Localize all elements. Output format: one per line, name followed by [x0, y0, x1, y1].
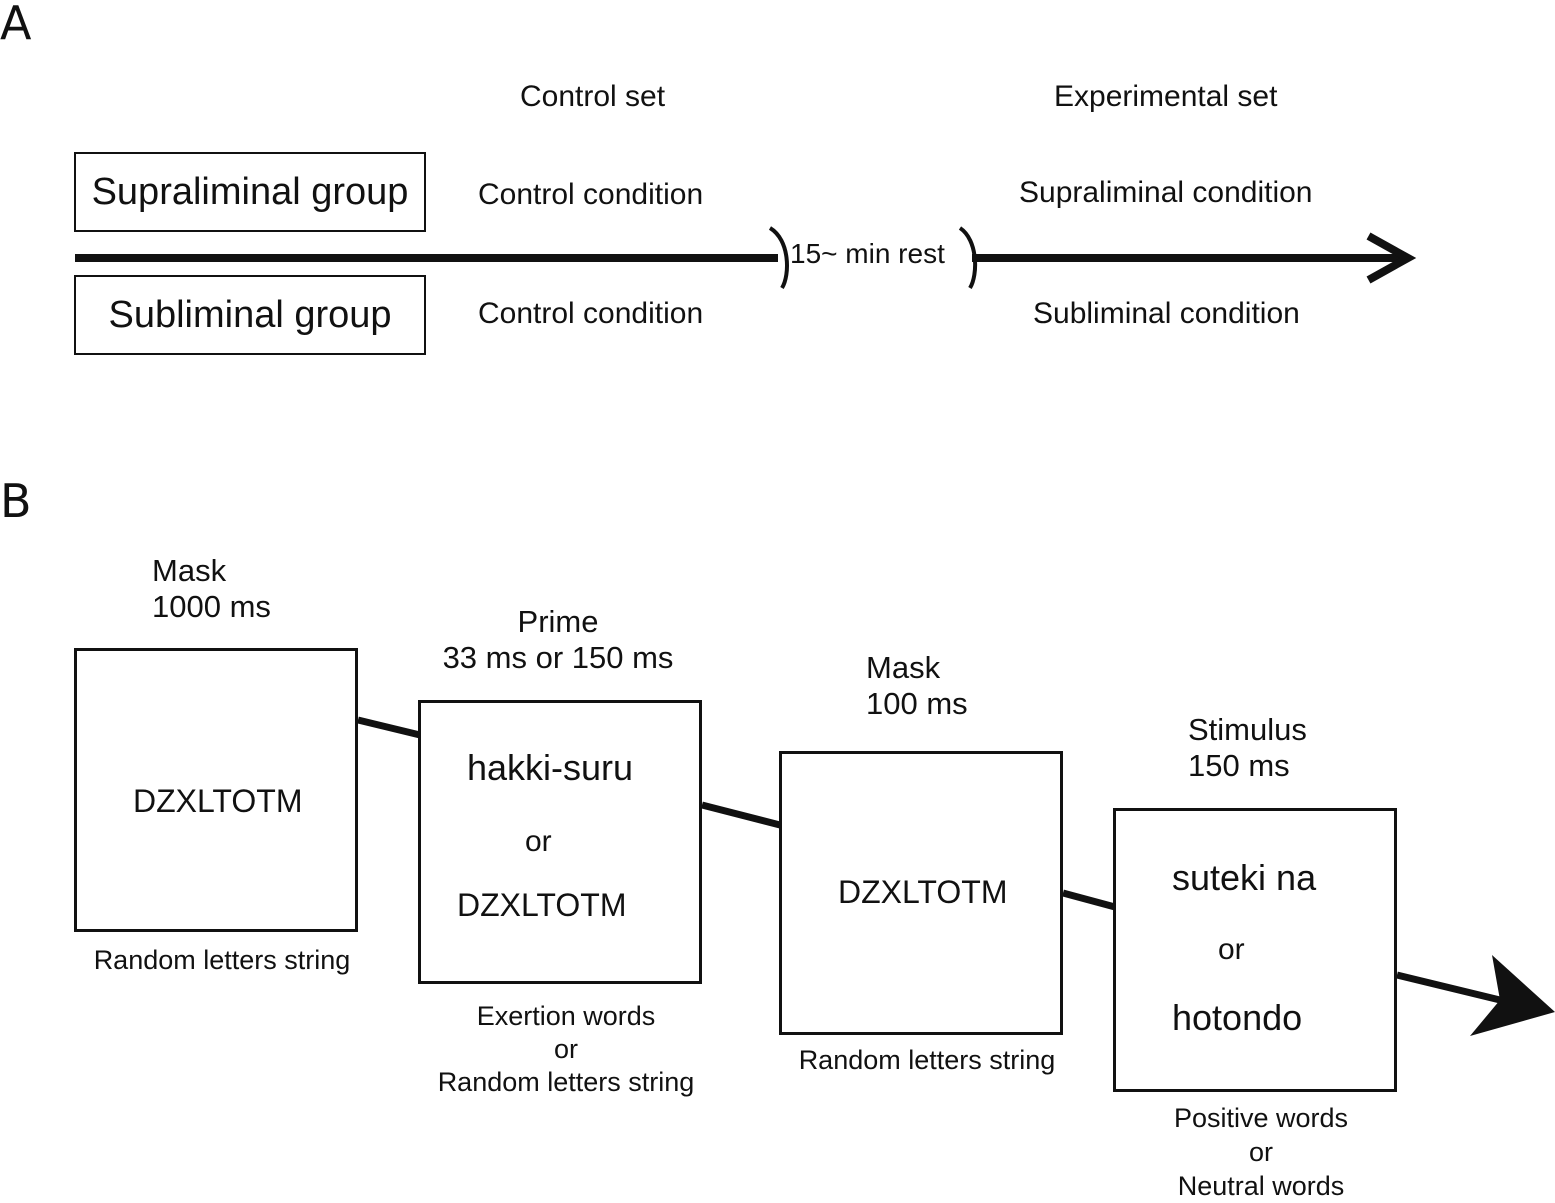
subliminal-condition: Subliminal condition	[1033, 297, 1300, 331]
frame-4-duration: 150 ms	[1188, 748, 1307, 784]
frame-1-name: Mask	[152, 553, 271, 589]
connector-2	[702, 805, 780, 825]
frame-2-caption-line-3: Random letters string	[418, 1066, 714, 1099]
frame-4-caption-line-2: or	[1113, 1136, 1409, 1170]
connector-4	[1397, 975, 1500, 1000]
frame-3-duration: 100 ms	[866, 686, 968, 722]
frame-2-prime: hakki-suru or DZXLTOTM	[418, 700, 702, 984]
supraliminal-group-label: Supraliminal group	[92, 171, 409, 214]
frame-3-letters: DZXLTOTM	[838, 874, 1007, 911]
connector-3	[1063, 893, 1115, 907]
frame-1-mask: DZXLTOTM	[74, 648, 358, 932]
experimental-set-header: Experimental set	[1054, 80, 1277, 114]
frame-4-neutral-word: hotondo	[1172, 997, 1302, 1039]
frame-4-stimulus: suteki na or hotondo	[1113, 808, 1397, 1092]
frame-1-caption: Random letters string	[74, 944, 370, 977]
supraliminal-condition: Supraliminal condition	[1019, 176, 1313, 210]
frame-3-name: Mask	[866, 650, 968, 686]
frame-1-title: Mask 1000 ms	[152, 553, 271, 624]
frame-2-caption: Exertion words or Random letters string	[418, 1000, 714, 1099]
frame-3-caption: Random letters string	[779, 1044, 1075, 1077]
rest-interval-label: 15~ min rest	[790, 238, 945, 270]
frame-2-caption-line-1: Exertion words	[418, 1000, 714, 1033]
frame-3-mask: DZXLTOTM	[779, 751, 1063, 1035]
panel-b-label: B	[0, 474, 32, 528]
subliminal-group-box: Subliminal group	[74, 275, 426, 355]
frame-4-caption: Positive words or Neutral words	[1113, 1102, 1409, 1203]
frame-2-or: or	[525, 825, 552, 859]
frame-2-title: Prime 33 ms or 150 ms	[428, 604, 688, 675]
frame-2-caption-line-2: or	[418, 1033, 714, 1066]
frame-2-duration: 33 ms or 150 ms	[428, 640, 688, 676]
frame-2-name: Prime	[428, 604, 688, 640]
panel-a-label: A	[0, 0, 31, 50]
frame-4-positive-word: suteki na	[1172, 857, 1316, 899]
frame-4-caption-line-1: Positive words	[1113, 1102, 1409, 1136]
control-set-header: Control set	[520, 80, 665, 114]
frame-1-letters: DZXLTOTM	[133, 783, 302, 820]
control-condition-subliminal: Control condition	[478, 297, 703, 331]
connector-1	[358, 720, 420, 735]
subliminal-group-label: Subliminal group	[108, 294, 391, 337]
control-condition-supraliminal: Control condition	[478, 178, 703, 212]
frame-1-duration: 1000 ms	[152, 589, 271, 625]
supraliminal-group-box: Supraliminal group	[74, 152, 426, 232]
frame-4-or: or	[1218, 933, 1245, 967]
frame-4-name: Stimulus	[1188, 712, 1307, 748]
frame-2-prime-word: hakki-suru	[467, 747, 633, 789]
frame-4-title: Stimulus 150 ms	[1188, 712, 1307, 783]
frame-3-title: Mask 100 ms	[866, 650, 968, 721]
frame-2-letters: DZXLTOTM	[457, 887, 626, 924]
